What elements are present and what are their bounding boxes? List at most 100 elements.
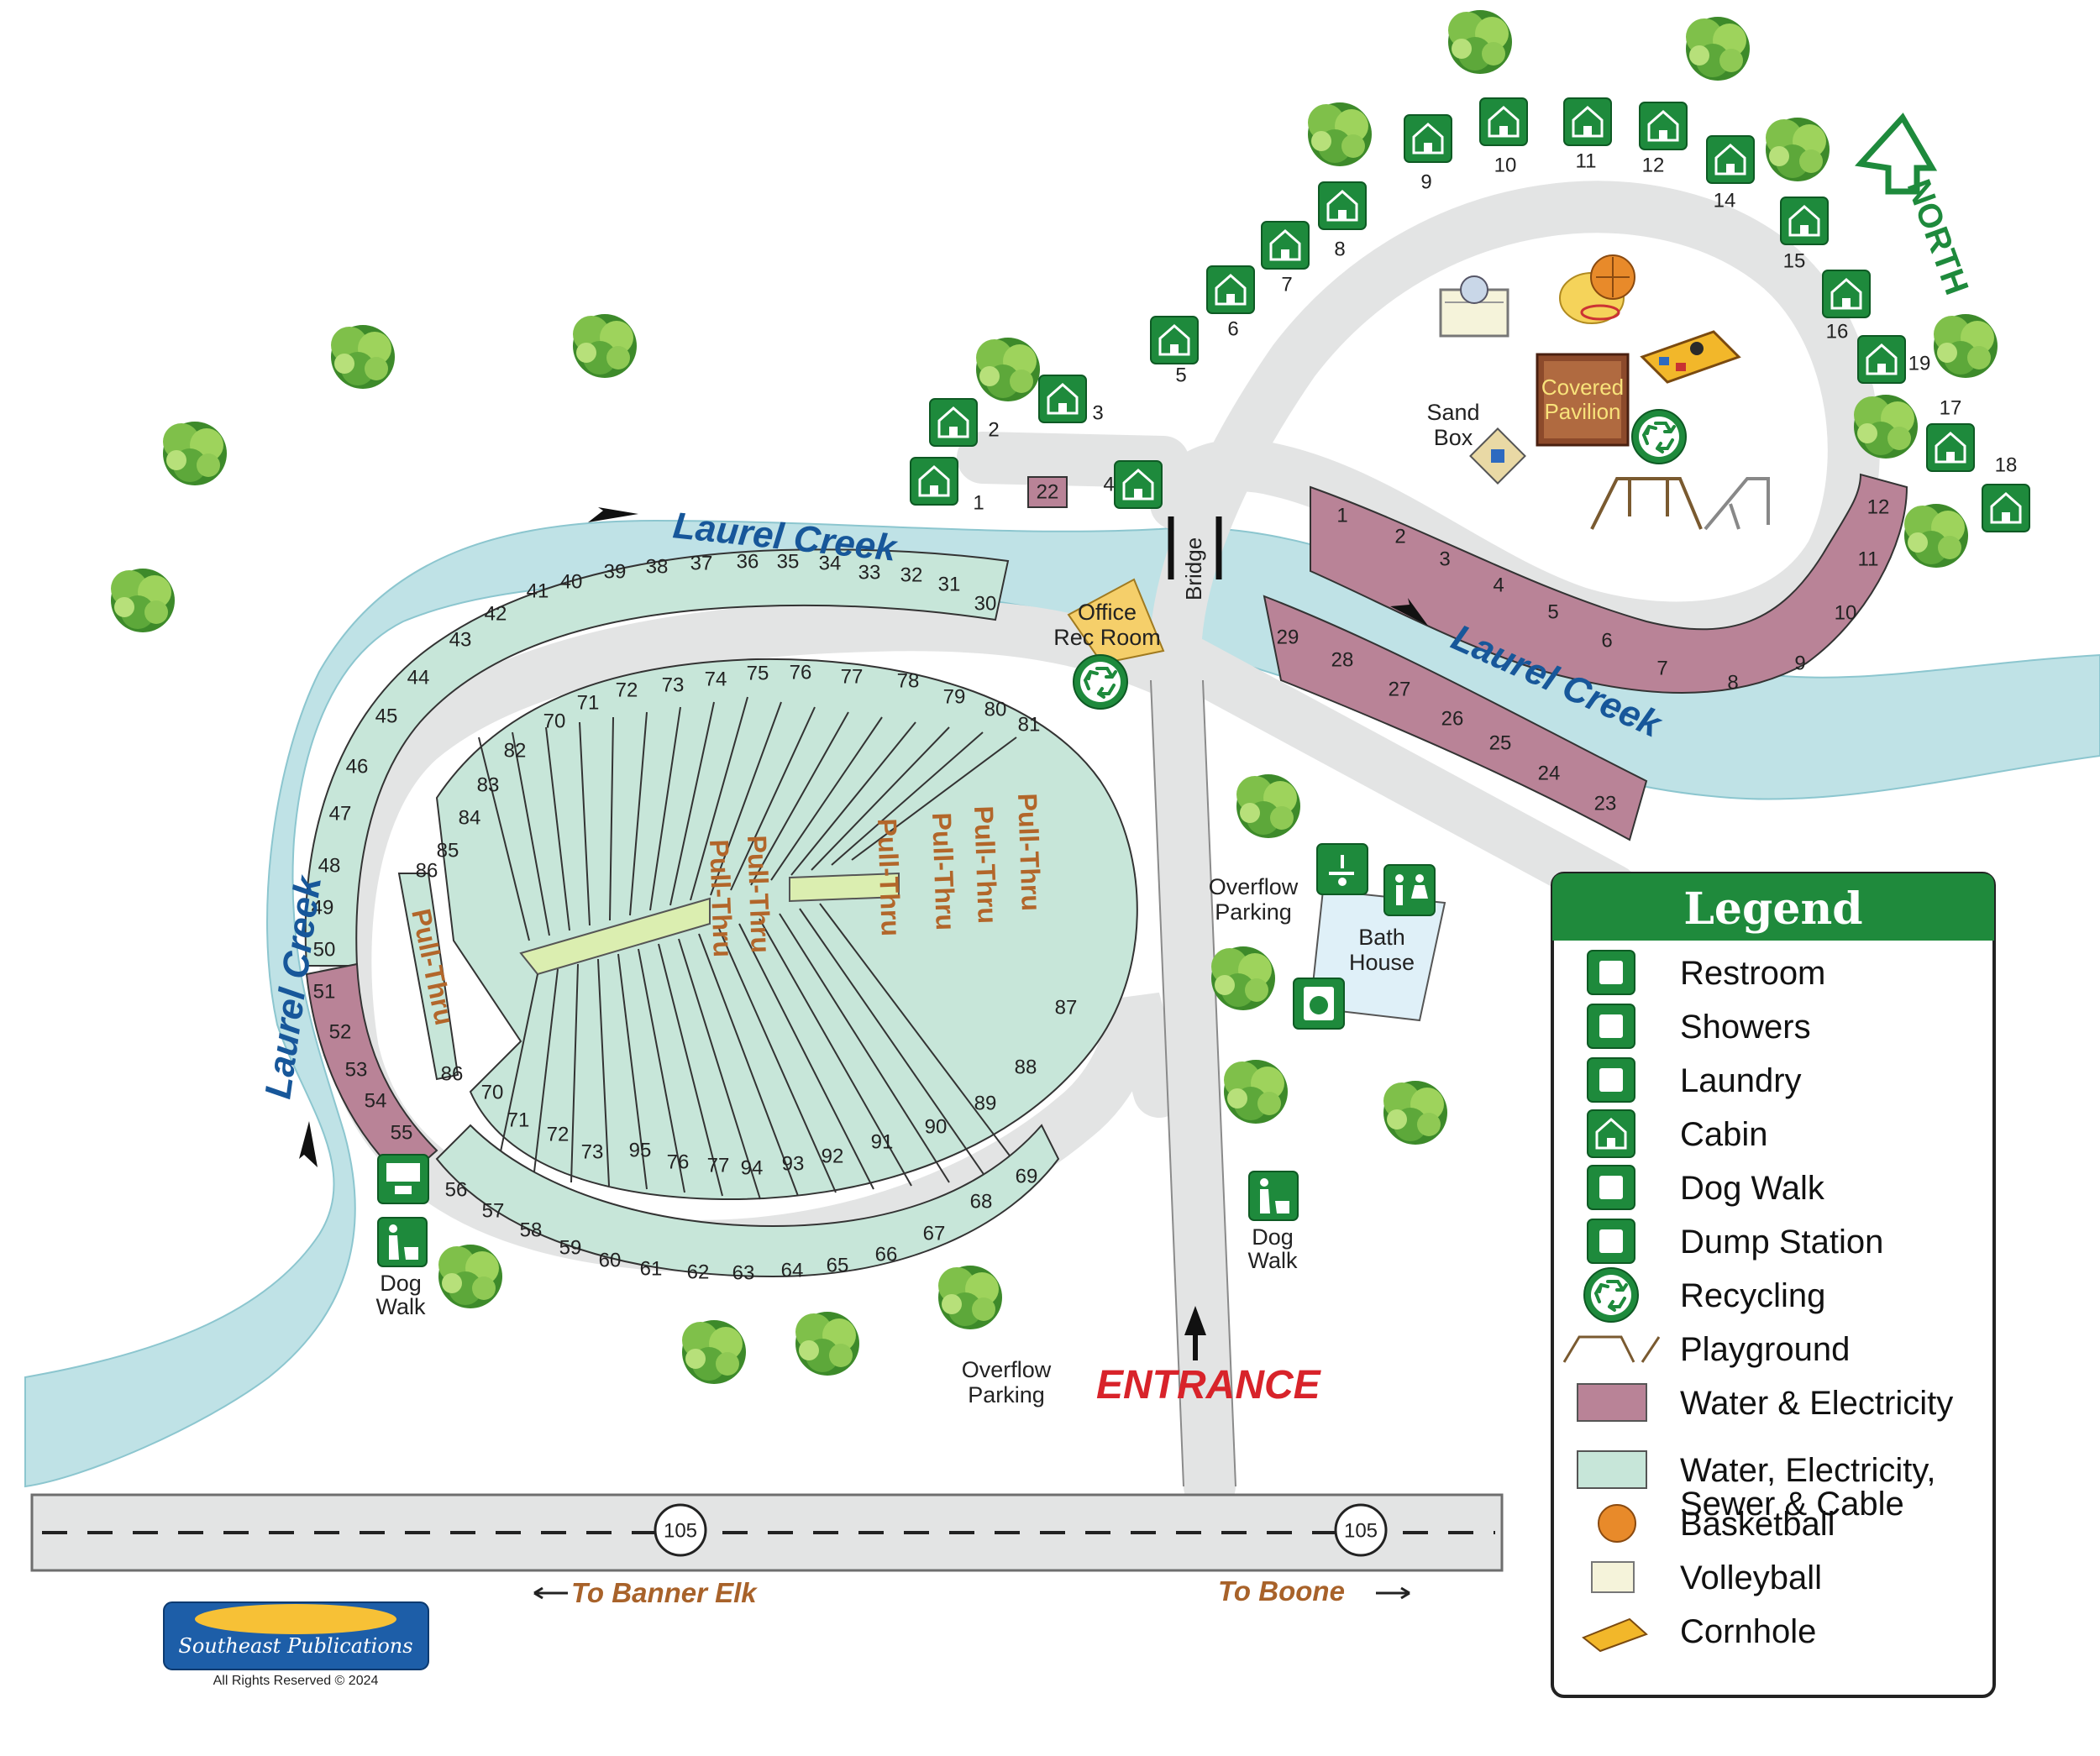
- site-label: 81: [1018, 713, 1041, 736]
- svg-text:Box: Box: [1434, 425, 1473, 450]
- cabin-icon: [1403, 113, 1453, 164]
- site-label: 80: [984, 698, 1007, 721]
- site-label: 1: [1336, 504, 1347, 527]
- east-arrow-icon: [1376, 1586, 1410, 1600]
- lower-arc-sites: [435, 1124, 1060, 1278]
- dog-walk-east-label: Dog: [1252, 1224, 1294, 1250]
- cabin-label: 3: [1092, 401, 1103, 424]
- cabin-label: 2: [988, 418, 999, 441]
- cabin-icon: [1856, 334, 1907, 385]
- svg-text:22: 22: [1037, 480, 1059, 503]
- overflow-parking-south-label: Overflow: [962, 1357, 1052, 1382]
- site-divider: [545, 726, 570, 931]
- site-label: 58: [520, 1219, 543, 1241]
- site-label: 61: [640, 1257, 663, 1280]
- site-divider: [570, 963, 579, 1183]
- cabin-label: 10: [1494, 154, 1517, 176]
- cabin-label: 18: [1995, 453, 2018, 476]
- site-label: 57: [482, 1199, 505, 1222]
- site-label: 50: [313, 938, 336, 961]
- cabin-icon: [909, 456, 959, 506]
- site-label: 53: [345, 1058, 368, 1081]
- office-rec-room: Office Rec Room: [1053, 578, 1165, 665]
- svg-text:Bath: Bath: [1358, 925, 1405, 950]
- north-compass-icon: NORTH: [1855, 113, 1976, 300]
- svg-text:Pull-Thru: Pull-Thru: [969, 805, 1003, 925]
- site-label: 26: [1441, 707, 1464, 730]
- cabin-icon: [1317, 181, 1368, 231]
- site-label: 93: [782, 1152, 805, 1175]
- overflow-parking-north-label: Overflow: [1209, 874, 1299, 899]
- cabin-icon: [928, 397, 979, 448]
- site-label: 77: [707, 1154, 730, 1177]
- site-label: 70: [481, 1081, 504, 1103]
- svg-text:Pull-Thru: Pull-Thru: [742, 835, 776, 954]
- site-divider: [770, 716, 883, 881]
- entrance-arrow-icon: [1184, 1306, 1206, 1360]
- site-label: 6: [1601, 629, 1612, 652]
- inner-site-dividers: [478, 696, 1026, 1200]
- legend-title: Legend: [1683, 883, 1862, 935]
- site-label: 71: [577, 691, 600, 714]
- laundry-icon: [1587, 1057, 1635, 1103]
- site-label: 86: [416, 859, 438, 882]
- svg-text:105: 105: [1344, 1519, 1378, 1542]
- site-divider: [799, 908, 988, 1180]
- showers-icon: [1587, 1004, 1635, 1049]
- site-label: 23: [1594, 792, 1617, 815]
- site-label: 69: [1016, 1165, 1038, 1187]
- legend-item-label: Playground: [1680, 1331, 1850, 1368]
- basketball-icon: [1598, 1504, 1636, 1543]
- cornhole-icon: [1582, 1617, 1648, 1653]
- svg-text:All Rights Reserved © 2024: All Rights Reserved © 2024: [213, 1674, 379, 1688]
- site-divider: [512, 731, 550, 936]
- site-divider: [730, 706, 816, 891]
- site-label: 85: [437, 839, 459, 862]
- cabin-icon: [1113, 459, 1163, 510]
- cabin-label: 19: [1908, 352, 1931, 375]
- cabin-icon: [1705, 134, 1756, 185]
- site-label: 25: [1489, 731, 1512, 754]
- site-label: 48: [318, 854, 341, 877]
- site-label: 95: [629, 1139, 652, 1161]
- site-label: 7: [1656, 657, 1667, 679]
- site-divider: [779, 913, 950, 1183]
- cabin-label: 12: [1642, 154, 1665, 176]
- site-label: 54: [365, 1089, 387, 1112]
- cabin-label: 14: [1714, 189, 1736, 212]
- site-label: 11: [1858, 548, 1879, 570]
- site-label: 45: [375, 705, 398, 727]
- outer-arc-sites: [304, 548, 1010, 967]
- site-label: 94: [741, 1156, 764, 1179]
- legend-item-label: Water & Electricity: [1680, 1385, 1953, 1422]
- legend-item-label: Water, Electricity,: [1680, 1452, 1936, 1489]
- highway-shield-east: 105: [1334, 1503, 1388, 1557]
- dump-station-icon: [377, 1154, 429, 1204]
- creek-flow-arrows: [299, 507, 1428, 1167]
- site-label: 42: [485, 602, 507, 625]
- to-boone-label: To Boone: [1218, 1575, 1345, 1607]
- site-label: 31: [938, 573, 961, 595]
- svg-text:Covered: Covered: [1541, 375, 1624, 400]
- site-22: [1027, 476, 1068, 508]
- site-divider: [678, 938, 761, 1200]
- west-arrow-icon: [533, 1586, 568, 1600]
- entrance-label: ENTRANCE: [1096, 1363, 1322, 1407]
- site-label: 72: [547, 1123, 570, 1145]
- site-label: 12: [1867, 495, 1890, 518]
- basketball-icon: [1559, 254, 1635, 324]
- dog-walk-icon-east: [1248, 1171, 1299, 1221]
- publisher-logo: Southeast Publications All Rights Reserv…: [163, 1601, 429, 1688]
- site-label: 47: [329, 802, 352, 825]
- site-divider: [533, 968, 559, 1180]
- dump-station-icon: [1587, 1219, 1635, 1264]
- site-label: 88: [1015, 1056, 1037, 1078]
- site-divider: [698, 933, 799, 1197]
- covered-pavilion: Covered Pavilion: [1536, 353, 1630, 447]
- site-label: 83: [477, 773, 500, 796]
- volleyball-icon: [1439, 275, 1509, 338]
- site-label: 87: [1055, 996, 1078, 1019]
- to-banner-elk-label: To Banner Elk: [571, 1577, 758, 1608]
